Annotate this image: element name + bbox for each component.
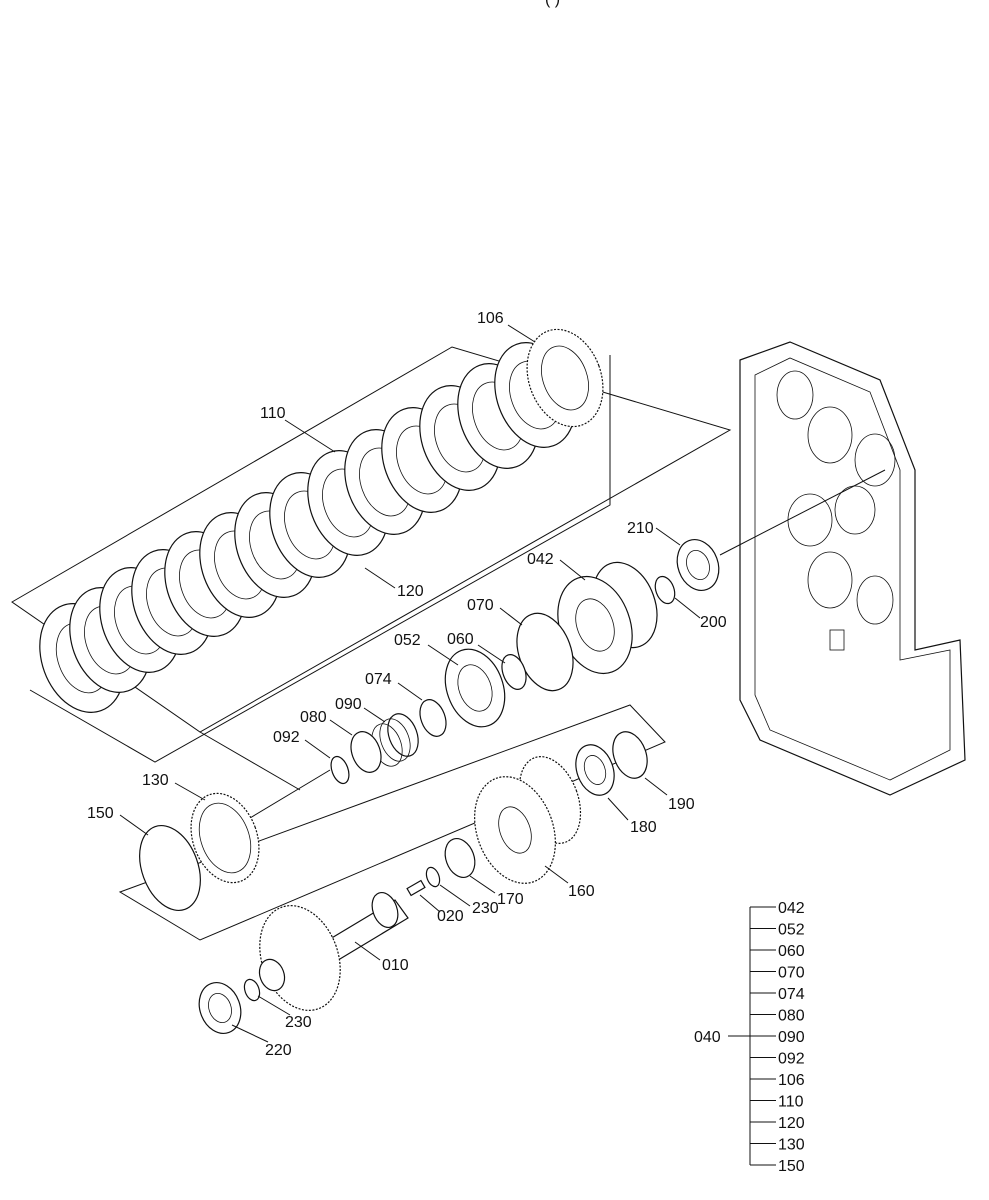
callout-230-lower: 230 xyxy=(285,1014,312,1031)
callout-labels: 106 110 120 210 042 200 070 052 060 074 … xyxy=(87,310,727,1059)
assembly-child-042: 042 xyxy=(778,900,805,917)
shaft-group-box xyxy=(118,704,666,941)
part-020-pin xyxy=(406,879,426,897)
callout-160: 160 xyxy=(568,883,595,900)
part-060-seal xyxy=(501,654,527,690)
assembly-child-110: 110 xyxy=(778,1094,804,1111)
callout-106: 106 xyxy=(477,310,504,327)
assembly-child-052: 052 xyxy=(778,922,805,939)
part-092-snap-ring xyxy=(330,755,350,785)
assembly-child-150: 150 xyxy=(778,1158,805,1175)
part-220-bearing xyxy=(198,982,242,1034)
part-180-bearing xyxy=(575,744,615,796)
callout-020: 020 xyxy=(437,908,464,925)
callout-060: 060 xyxy=(447,631,474,648)
part-010-shaft-gear xyxy=(258,891,409,1011)
callout-180: 180 xyxy=(630,819,657,836)
assembly-child-090: 090 xyxy=(778,1029,805,1046)
part-190-snap-ring xyxy=(612,731,648,779)
callout-092: 092 xyxy=(273,729,300,746)
callout-150: 150 xyxy=(87,805,114,822)
part-160-gear xyxy=(474,756,582,884)
assembly-child-080: 080 xyxy=(778,1008,805,1025)
callout-070: 070 xyxy=(467,597,494,614)
part-150-snap-ring xyxy=(139,824,201,912)
leader-lines xyxy=(119,324,701,1043)
part-042-drum xyxy=(557,561,658,675)
transmission-housing xyxy=(719,341,966,796)
callout-052: 052 xyxy=(394,632,421,649)
callout-074: 074 xyxy=(365,671,392,688)
callout-080: 080 xyxy=(300,709,327,726)
callout-042: 042 xyxy=(527,551,554,568)
assembly-child-120: 120 xyxy=(778,1115,805,1132)
callout-090: 090 xyxy=(335,696,362,713)
callout-200: 200 xyxy=(700,614,727,631)
assembly-child-070: 070 xyxy=(778,965,805,982)
assembly-child-106: 106 xyxy=(778,1072,805,1089)
callout-230-upper: 230 xyxy=(472,900,499,917)
header-fragment: ( ) xyxy=(545,0,560,8)
assembly-child-074: 074 xyxy=(778,986,805,1003)
assembly-child-092: 092 xyxy=(778,1051,805,1068)
part-080-ring xyxy=(350,731,382,773)
callout-010: 010 xyxy=(382,957,409,974)
callout-120: 120 xyxy=(397,583,424,600)
assembly-child-130: 130 xyxy=(778,1137,805,1154)
assembly-tree: 040 042 052 060 070 074 080 090 092 106 110 120 130… xyxy=(694,900,805,1175)
assembly-parent-label: 040 xyxy=(694,1029,721,1046)
clutch-disc xyxy=(526,328,604,428)
callout-110: 110 xyxy=(260,405,286,422)
assembly-children: 042 052 060 070 074 080 090 092 106 110 120 130 150 xyxy=(750,900,805,1175)
assembly-child-060: 060 xyxy=(778,943,805,960)
callout-130: 130 xyxy=(142,772,169,789)
callout-190: 190 xyxy=(668,796,695,813)
callout-210: 210 xyxy=(627,520,654,537)
part-170-needle-bearing xyxy=(444,838,476,878)
part-130-gear-ring xyxy=(190,792,260,884)
clutch-disc-stack xyxy=(39,328,604,713)
part-230-ring-upper xyxy=(425,866,441,888)
callout-220: 220 xyxy=(265,1042,292,1059)
callout-170: 170 xyxy=(497,891,524,908)
part-200-snap-ring xyxy=(654,575,676,605)
part-090-spring xyxy=(371,713,419,767)
part-210-bearing xyxy=(676,539,720,591)
part-230-ring-lower xyxy=(243,978,261,1002)
part-052-piston xyxy=(444,648,506,728)
clutch-pack-box xyxy=(11,346,732,791)
part-074-ring xyxy=(419,699,447,737)
